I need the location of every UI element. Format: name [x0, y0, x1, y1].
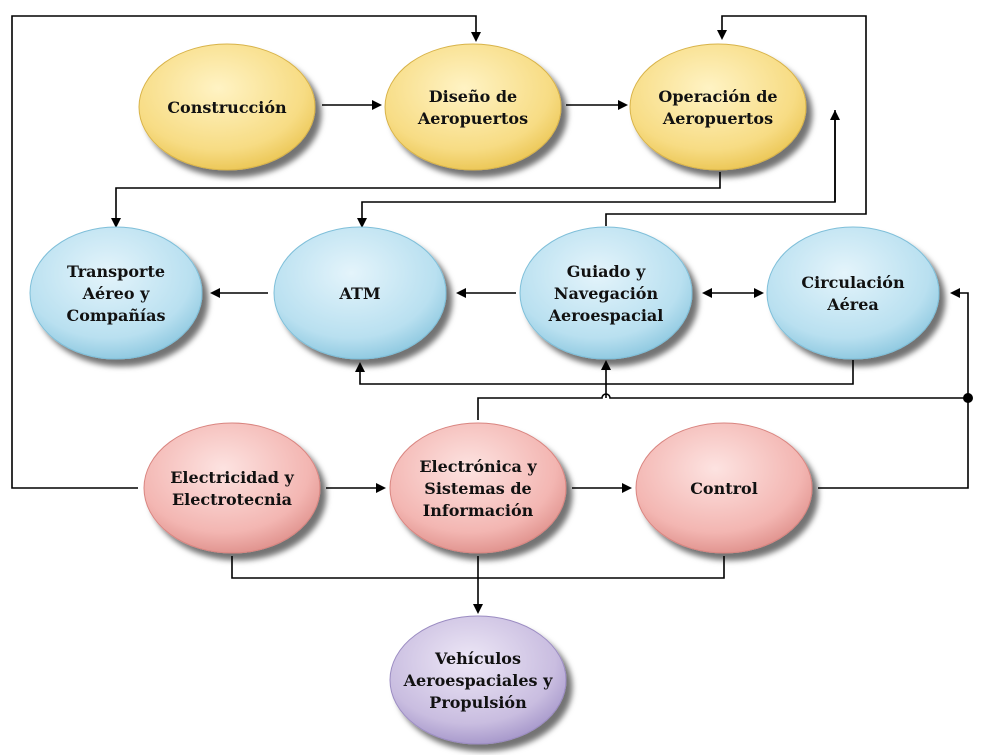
label-line: Transporte: [67, 262, 165, 281]
label-line: Electricidad y: [170, 468, 294, 487]
node-atm-label: ATM: [338, 284, 380, 303]
label-line: Aeropuertos: [662, 109, 773, 128]
node-control-label: Control: [690, 479, 758, 498]
node-electricidad[interactable]: Electricidad y Electrotecnia: [143, 422, 321, 554]
label-line: Guiado y: [567, 262, 646, 281]
label-line: Diseño de: [429, 87, 517, 106]
label-line: Electrónica y: [419, 457, 537, 476]
label-line: Sistemas de: [424, 479, 531, 498]
node-electricidad-label: Electricidad y Electrotecnia: [170, 468, 294, 509]
label-line: Control: [690, 479, 758, 498]
node-operacion[interactable]: Operación de Aeropuertos: [629, 43, 807, 171]
label-line: Aeropuertos: [417, 109, 528, 128]
node-electronica[interactable]: Electrónica y Sistemas de Información: [389, 422, 567, 554]
edge-electronica-to-bus: [477, 393, 968, 420]
node-atm[interactable]: ATM: [273, 226, 447, 360]
label-line: Aéreo y: [82, 284, 150, 303]
label-line: ATM: [338, 284, 380, 303]
junction-dot: [963, 393, 973, 403]
nodes: Construcción Diseño de Aeropuertos Operac…: [29, 43, 940, 745]
label-line: Vehículos: [434, 649, 521, 668]
node-diseno-label: Diseño de Aeropuertos: [417, 87, 528, 128]
node-diseno[interactable]: Diseño de Aeropuertos: [384, 43, 562, 171]
label-line: Navegación: [554, 284, 659, 303]
edge-guiado-loop-to-operacion: [605, 15, 867, 226]
label-line: Propulsión: [429, 693, 527, 712]
node-construccion[interactable]: Construcción: [138, 43, 316, 171]
label-line: Circulación: [801, 273, 905, 292]
label-line: Electrotecnia: [172, 490, 292, 509]
label-line: Operación de: [658, 87, 777, 106]
label-line: Aeroespaciales y: [403, 671, 553, 690]
label-line: Aérea: [826, 295, 879, 314]
label-line: Aeroespacial: [548, 306, 664, 325]
node-construccion-label: Construcción: [167, 98, 287, 117]
edge-electricidad-to-diseno: [11, 15, 481, 489]
label-line: Información: [423, 501, 534, 520]
node-control[interactable]: Control: [635, 422, 813, 554]
edge-operacion-to-transporte: [111, 172, 721, 228]
node-operacion-label: Operación de Aeropuertos: [658, 87, 777, 128]
label-line: Compañías: [67, 306, 166, 325]
edge-control-to-circulacion: [818, 288, 969, 489]
label-line: Construcción: [167, 98, 287, 117]
node-electronica-label: Electrónica y Sistemas de Información: [419, 457, 537, 520]
connectors: [11, 15, 973, 614]
